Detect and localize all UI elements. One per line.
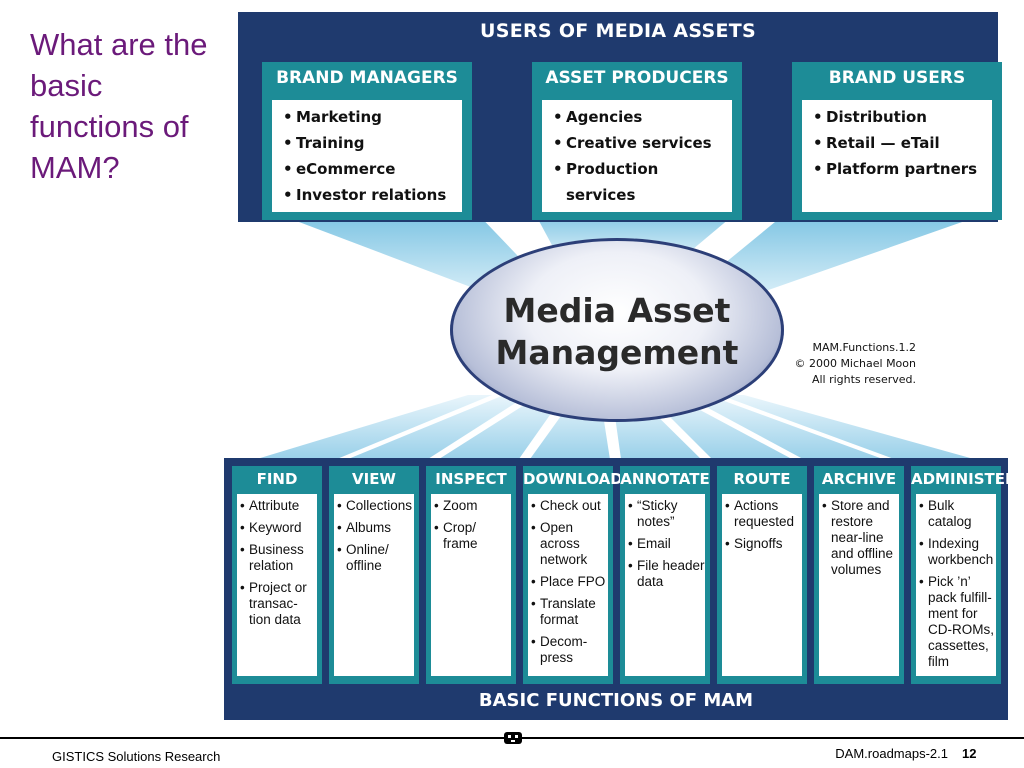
list-item: Indexing workbench — [919, 536, 996, 568]
function-administer: ADMINISTER Bulk catalog Indexing workben… — [911, 466, 1017, 684]
function-list: Actions requested Signoffs — [722, 494, 802, 676]
mam-center-line-2: Management — [495, 333, 739, 372]
function-archive: ARCHIVE Store and restore near-line and … — [814, 466, 904, 684]
mam-center-line-1: Media Asset — [503, 291, 731, 330]
list-item: Open across network — [531, 520, 608, 568]
function-title: ROUTE — [733, 470, 791, 488]
credit-line-1: MAM.Functions.1.2 — [812, 341, 916, 354]
users-panel-heading: USERS OF MEDIA ASSETS — [480, 20, 756, 42]
functions-panel: FIND Attribute Keyword Business relation… — [224, 458, 1017, 720]
list-item: Bulk catalog — [919, 498, 996, 530]
function-title: FIND — [256, 470, 298, 488]
function-inspect: INSPECT Zoom Crop/ frame — [426, 466, 516, 684]
footer-page-number: 12 — [962, 746, 977, 761]
list-item: Project or transac-tion data — [240, 580, 317, 628]
function-list: Collections Albums Online/ offline — [334, 494, 414, 676]
function-title: ARCHIVE — [821, 470, 897, 488]
function-list: Attribute Keyword Business relation Proj… — [237, 494, 317, 676]
list-item: Pick ’n’ pack fulfill-ment for CD-ROMs, … — [919, 574, 996, 670]
list-item: Store and restore near-line and offline … — [822, 498, 899, 578]
function-title: DOWNLOAD — [523, 470, 623, 488]
function-list: Zoom Crop/ frame — [431, 494, 511, 676]
credit-line-2: © 2000 Michael Moon — [794, 357, 916, 370]
list-item: Albums — [337, 520, 414, 536]
user-group-title: ASSET PRODUCERS — [545, 68, 729, 88]
slide-title: What are the basic functions of MAM? — [30, 27, 208, 185]
list-item: Signoffs — [725, 536, 802, 552]
function-list: Check out Open across network Place FPO … — [528, 494, 608, 676]
list-item: Investor relations — [283, 182, 462, 208]
credit-line-3: All rights reserved. — [811, 373, 916, 386]
user-group-brand-managers: BRAND MANAGERS Marketing Training eComme… — [262, 62, 472, 220]
users-panel: USERS OF MEDIA ASSETS BRAND MANAGERS Mar… — [238, 12, 1002, 222]
user-group-list: Marketing Training eCommerce Investor re… — [272, 100, 462, 212]
footer-logo-icon — [504, 732, 522, 744]
list-item: Attribute — [240, 498, 317, 514]
user-group-asset-producers: ASSET PRODUCERS Agencies Creative servic… — [532, 62, 742, 220]
function-title: ADMINISTER — [911, 470, 1017, 488]
function-list: Bulk catalog Indexing workbench Pick ’n’… — [916, 494, 996, 676]
list-item: Place FPO — [531, 574, 608, 590]
list-item: Keyword — [240, 520, 317, 536]
copyright-credit: MAM.Functions.1.2 © 2000 Michael Moon Al… — [786, 340, 916, 388]
function-find: FIND Attribute Keyword Business relation… — [232, 466, 322, 684]
list-item: Agencies — [553, 104, 732, 130]
footer-source: GISTICS Solutions Research — [52, 749, 221, 764]
connector-beam — [331, 395, 528, 466]
function-title: ANNOTATE — [620, 470, 710, 488]
mam-center-label: Media Asset Management — [450, 290, 784, 374]
list-item: Check out — [531, 498, 608, 514]
functions-panel-heading: BASIC FUNCTIONS OF MAM — [478, 690, 754, 711]
function-list: Store and restore near-line and offline … — [819, 494, 899, 676]
connector-beam — [428, 395, 564, 466]
list-item: Distribution — [813, 104, 992, 130]
list-item: File header data — [628, 558, 705, 590]
user-group-title: BRAND USERS — [828, 68, 966, 88]
list-item: Email — [628, 536, 705, 552]
list-item: Crop/ frame — [434, 520, 511, 552]
list-item: Actions requested — [725, 498, 802, 530]
function-title: INSPECT — [435, 470, 507, 488]
user-group-brand-users: BRAND USERS Distribution Retail — eTail … — [792, 62, 1002, 220]
list-item: Creative services — [553, 130, 732, 156]
connector-beam — [720, 395, 999, 466]
list-item: Collections — [337, 498, 414, 514]
user-group-list: Agencies Creative services Production se… — [542, 100, 732, 212]
function-title: VIEW — [352, 470, 396, 488]
function-view: VIEW Collections Albums Online/ offline — [329, 466, 419, 684]
list-item: Online/ offline — [337, 542, 414, 574]
function-list: “Sticky notes” Email File header data — [625, 494, 705, 676]
list-item: Decom-press — [531, 634, 608, 666]
user-group-title: BRAND MANAGERS — [276, 68, 458, 88]
connector-beam — [684, 395, 902, 466]
function-annotate: ANNOTATE “Sticky notes” Email File heade… — [620, 466, 710, 684]
connector-beam — [234, 395, 492, 466]
connector-beam — [680, 208, 1002, 300]
footer-document-id: DAM.roadmaps-2.1 — [835, 746, 948, 761]
user-group-list: Distribution Retail — eTail Platform par… — [802, 100, 992, 212]
list-item: Platform partners — [813, 156, 992, 182]
mam-center-ellipse: Media Asset Management — [450, 238, 784, 422]
list-item: “Sticky notes” — [628, 498, 705, 530]
list-item: Business relation — [240, 542, 317, 574]
list-item: Training — [283, 130, 462, 156]
function-route: ROUTE Actions requested Signoffs — [717, 466, 807, 684]
function-download: DOWNLOAD Check out Open across network P… — [523, 466, 623, 684]
list-item: Translate format — [531, 596, 608, 628]
list-item: Retail — eTail — [813, 130, 992, 156]
list-item: Production services — [553, 156, 732, 208]
list-item: Marketing — [283, 104, 462, 130]
list-item: eCommerce — [283, 156, 462, 182]
list-item: Zoom — [434, 498, 511, 514]
